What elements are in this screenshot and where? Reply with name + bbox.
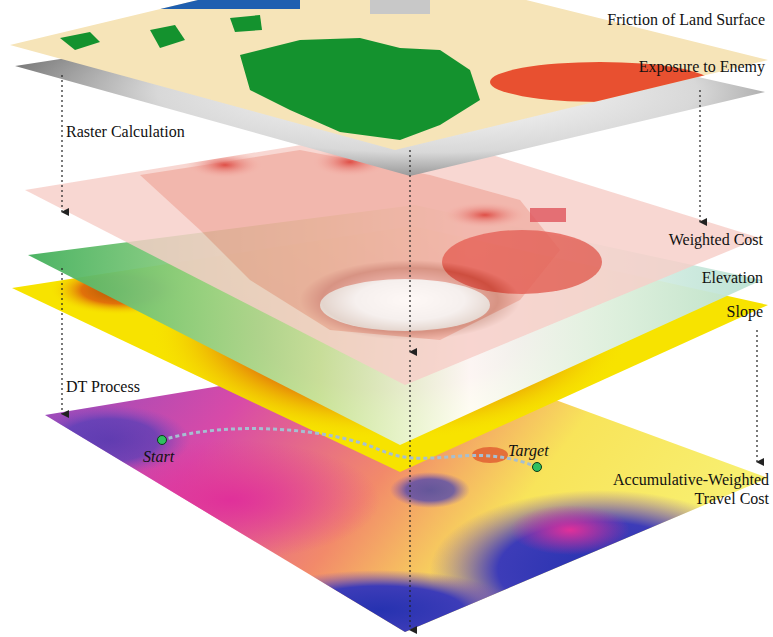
layer-label: Friction of Land Surface	[607, 10, 765, 29]
process-label: DT Process	[66, 377, 140, 396]
layer-label: Slope	[727, 302, 763, 321]
point-label: Target	[508, 441, 549, 460]
point-label: Start	[143, 447, 174, 466]
layer-label: Exposure to Enemy	[639, 57, 765, 76]
layer-label: Weighted Cost	[669, 230, 763, 249]
process-label: Raster Calculation	[66, 122, 185, 141]
layer-label: Accumulative-Weighted Travel Cost	[579, 470, 769, 508]
layer-label: Elevation	[702, 268, 763, 287]
